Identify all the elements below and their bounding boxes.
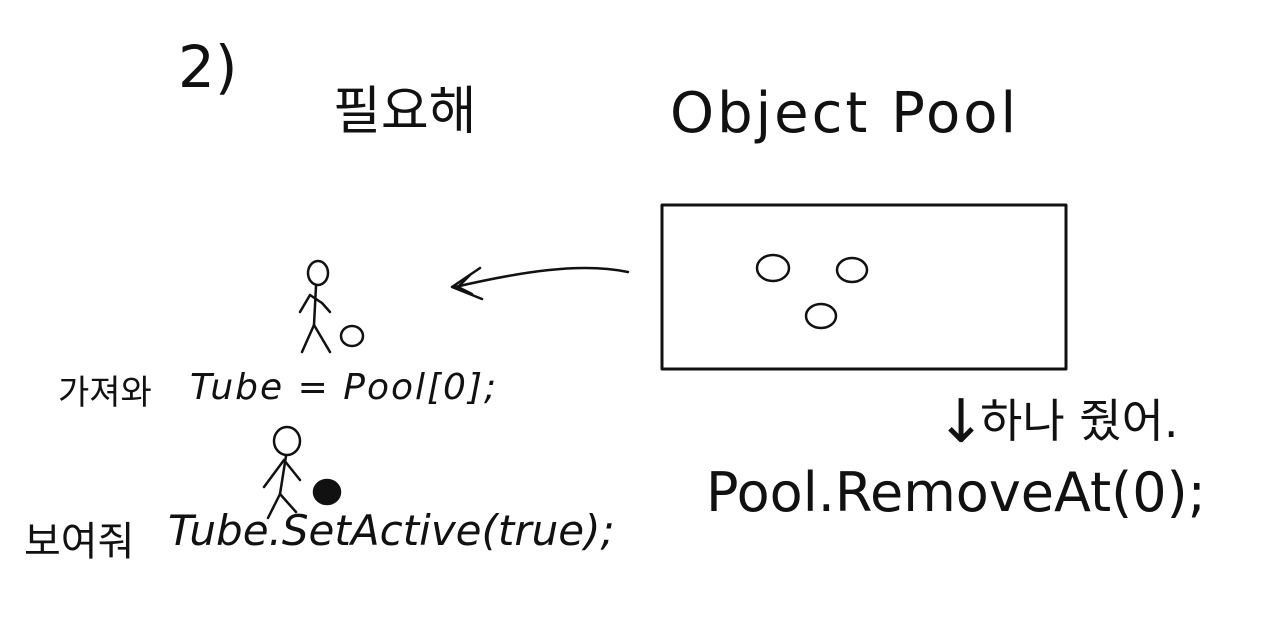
left-leg [302,325,314,352]
take-arrow [452,268,628,299]
pooled-object-2 [837,258,867,282]
filled-ball-icon [314,480,340,504]
head-icon [274,427,300,455]
remove-code: Pool.RemoveAt(0); [706,466,1206,520]
stick-figure-show [264,427,340,518]
give-arrow-icon: ↓ [936,392,986,452]
right-leg [314,325,330,352]
step-number: 2) [178,38,238,96]
head-icon [308,261,328,285]
need-label: 필요해 [333,86,477,138]
give-korean: 하나 줬어. [980,398,1179,444]
take-arrow-shaft [455,268,628,287]
stick-figure-fetch [300,261,363,352]
pooled-object-1 [757,255,789,281]
bring-code: Tube = Pool[0]; [190,370,498,406]
show-korean: 보여줘 [24,522,134,562]
show-code: Tube.SetActive(true); [168,510,615,552]
pool-box [662,205,1066,369]
pooled-objects [757,255,867,328]
bring-korean: 가져와 [58,376,152,410]
body-line [314,286,316,325]
pooled-object-3 [806,304,836,328]
pool-title: Object Pool [670,86,1019,142]
hollow-ball-icon [341,326,363,346]
